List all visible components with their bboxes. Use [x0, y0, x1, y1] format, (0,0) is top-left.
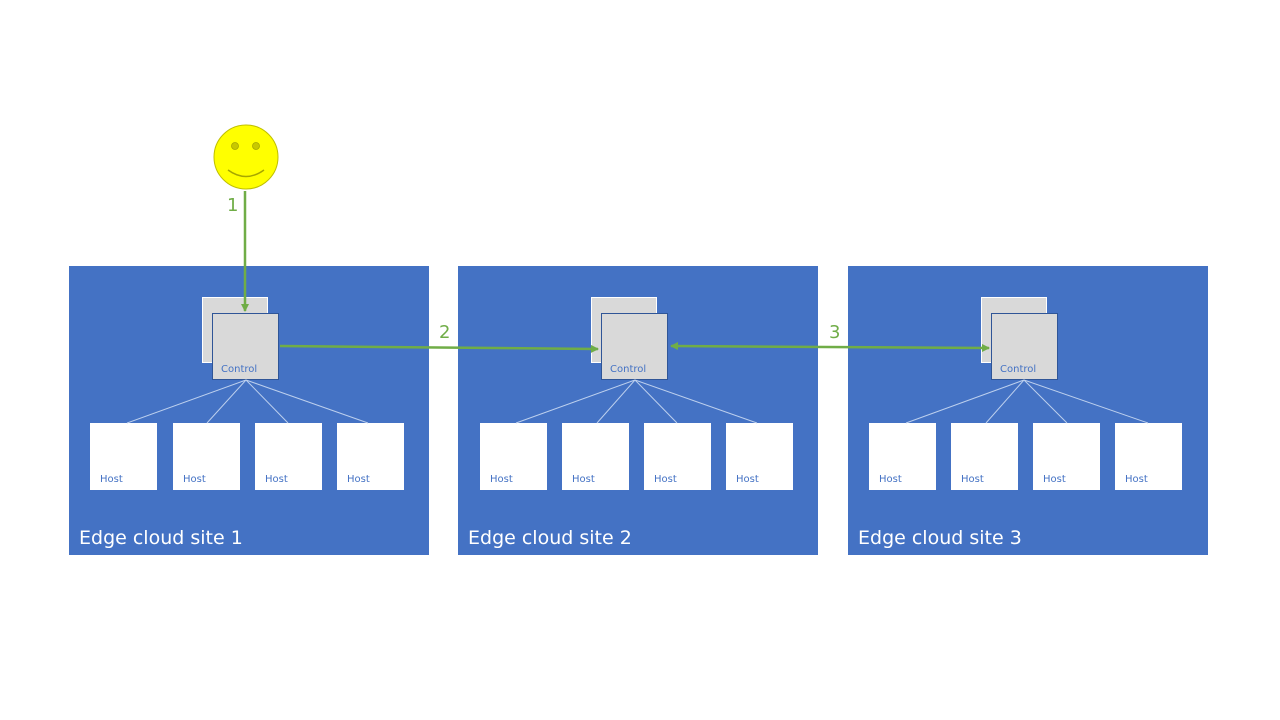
host-node: Host: [337, 423, 404, 490]
host-label: Host: [736, 474, 759, 485]
site-label: Edge cloud site 3: [858, 527, 1022, 549]
host-label: Host: [183, 474, 206, 485]
edge-cloud-site-2: Control Host Host Host Host Edge cloud s…: [458, 266, 818, 555]
edge-cloud-site-3: Control Host Host Host Host Edge cloud s…: [848, 266, 1208, 555]
control-host-links-site-2: [515, 379, 758, 424]
control-label: Control: [610, 364, 647, 375]
host-node: Host: [951, 423, 1018, 490]
host-label: Host: [100, 474, 123, 485]
host-node: Host: [562, 423, 629, 490]
step-label-3: 3: [829, 322, 841, 343]
control-host-link: [1023, 379, 1149, 424]
host-node: Host: [173, 423, 240, 490]
control-label: Control: [1000, 364, 1037, 375]
host-label: Host: [347, 474, 370, 485]
host-label: Host: [654, 474, 677, 485]
step-2-arrow: [279, 344, 599, 353]
host-node: Host: [90, 423, 157, 490]
control-node: Control: [991, 313, 1058, 380]
host-label: Host: [572, 474, 595, 485]
control-host-link: [126, 379, 247, 424]
control-host-links-site-3: [905, 379, 1149, 424]
host-node: Host: [480, 423, 547, 490]
control-node: Control: [601, 313, 668, 380]
control-label: Control: [221, 364, 258, 375]
control-host-link: [905, 379, 1025, 424]
site-label: Edge cloud site 2: [468, 527, 632, 549]
host-label: Host: [879, 474, 902, 485]
control-host-link: [245, 379, 289, 424]
host-node: Host: [255, 423, 322, 490]
host-node: Host: [1033, 423, 1100, 490]
control-host-link: [985, 379, 1025, 424]
control-node: Control: [212, 313, 279, 380]
control-host-link: [596, 379, 636, 424]
edge-cloud-site-1: Control Host Host Host Host Edge cloud s…: [69, 266, 429, 555]
host-node: Host: [869, 423, 936, 490]
control-host-links-site-1: [126, 379, 369, 424]
host-node: Host: [644, 423, 711, 490]
host-label: Host: [961, 474, 984, 485]
host-label: Host: [490, 474, 513, 485]
host-label: Host: [1043, 474, 1066, 485]
control-host-link: [1023, 379, 1068, 424]
step-3-arrow: [670, 342, 990, 352]
site-label: Edge cloud site 1: [79, 527, 243, 549]
step-label-1: 1: [227, 195, 239, 216]
host-label: Host: [265, 474, 288, 485]
host-label: Host: [1125, 474, 1148, 485]
host-node: Host: [726, 423, 793, 490]
smiley-face-icon: [213, 124, 279, 190]
control-host-link: [245, 379, 369, 424]
host-node: Host: [1115, 423, 1182, 490]
control-host-link: [515, 379, 636, 424]
control-host-link: [634, 379, 758, 424]
control-host-link: [634, 379, 678, 424]
step-label-2: 2: [439, 322, 451, 343]
control-host-link: [206, 379, 247, 424]
